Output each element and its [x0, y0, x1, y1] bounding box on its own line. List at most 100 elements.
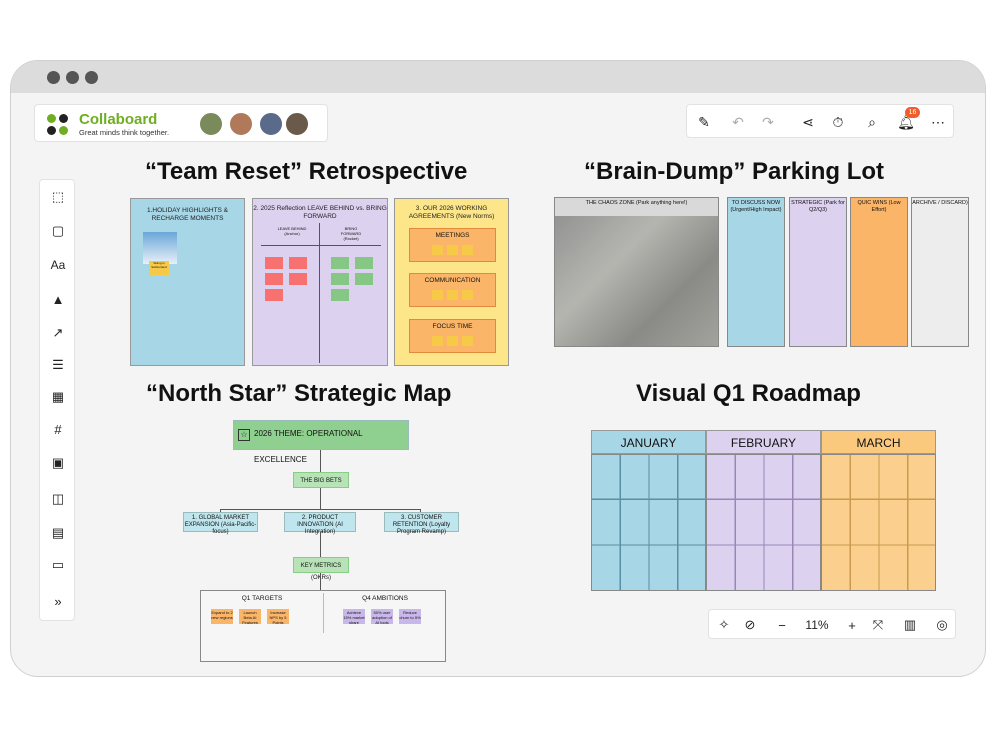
agreement-box[interactable]: MEETINGS — [409, 228, 496, 262]
shapes-icon[interactable]: ▲ — [51, 291, 65, 307]
connector-line — [320, 488, 321, 510]
q4-ambitions-label: Q4 AMBITIONS — [362, 595, 408, 602]
pillar-box[interactable]: 2. PRODUCT INNOVATION (AI Integration) — [284, 512, 356, 535]
parking-title: “Brain-Dump” Parking Lot — [584, 158, 885, 185]
agreement-box[interactable]: FOCUS TIME — [409, 319, 496, 353]
pillar-box[interactable]: 1. GLOBAL MARKET EXPANSION (Asia-Pacific… — [183, 512, 258, 535]
magic-pen-icon[interactable]: ✎ — [698, 113, 710, 130]
timer-icon[interactable]: ⏱ — [832, 113, 844, 130]
targets-panel[interactable]: Q1 TARGETS Q4 AMBITIONS Expand to 2 new … — [200, 590, 446, 662]
kpi-box[interactable]: KEY METRICS (OKRs) — [293, 557, 349, 581]
sticky-note[interactable] — [289, 273, 307, 285]
zoom-out-button[interactable]: − — [778, 617, 786, 633]
column-title: ARCHIVE / DISCARD) — [912, 200, 968, 206]
chaos-zone[interactable]: THE CHAOS ZONE (Park anything here!) — [554, 197, 719, 347]
sticky-note[interactable] — [331, 273, 349, 285]
sticky-note[interactable]: Launch Beta AI Features — [239, 609, 261, 625]
roadmap-grid-march[interactable] — [821, 454, 936, 591]
big-bets-box[interactable]: THE BIG BETS — [293, 472, 349, 488]
avatar[interactable] — [199, 112, 223, 136]
sticky-note[interactable] — [355, 257, 373, 269]
retro-column[interactable]: 2. 2025 Reflection LEAVE BEHIND vs. BRIN… — [252, 198, 388, 366]
q1-targets-label: Q1 TARGETS — [241, 595, 283, 602]
divider-line — [261, 245, 381, 246]
sticky-note[interactable]: Increase NPS by 5 Points — [267, 609, 289, 625]
month-header: MARCH — [821, 430, 936, 454]
locate-icon[interactable]: ◎ — [936, 617, 948, 632]
leave-behind-label: LEAVE BEHIND (Anchor) — [277, 226, 307, 236]
sticky-note[interactable] — [289, 257, 307, 269]
retro-column[interactable]: 3. OUR 2026 WORKING AGREEMENTS (New Norm… — [394, 198, 509, 366]
column-title: QUIC WINS (Low Effort) — [857, 200, 901, 213]
left-toolbar: ⬚ ▢ Aa ▲ ↗ ☰ ▦ # ▣ ◫ ▤ ▭ » — [39, 179, 75, 621]
select-icon[interactable]: ⬚ — [51, 189, 65, 204]
pillar-box[interactable]: 3. CUSTOMER RETENTION (Loyalty Program R… — [384, 512, 459, 535]
share-icon[interactable]: ⋖ — [802, 113, 814, 130]
avatar[interactable] — [229, 112, 253, 136]
column-title: 1.HOLIDAY HIGHLIGHTS & RECHARGE MOMENTS — [146, 207, 229, 222]
connector-line — [320, 450, 321, 472]
connector-line — [320, 532, 321, 558]
sticky-note[interactable]: Achieve 15% market share — [343, 609, 365, 625]
agreement-box[interactable]: COMMUNICATION — [409, 273, 496, 307]
table-icon[interactable]: ▦ — [51, 389, 65, 404]
sticky-note-icon[interactable]: ▢ — [51, 223, 65, 238]
avatar[interactable] — [259, 112, 283, 136]
month-header: JANUARY — [591, 430, 706, 454]
media-icon[interactable]: ▣ — [51, 455, 65, 470]
roadmap-grid-february[interactable] — [706, 454, 821, 591]
sticky-note[interactable] — [355, 273, 373, 285]
sticky-note[interactable]: Skiing in Switzerland — [149, 261, 169, 275]
zoom-level[interactable]: 11% — [805, 618, 829, 632]
zoom-toolbar: ✧ ⊘ − 11% + ⤧ ▥ ◎ — [708, 609, 956, 639]
sticky-note[interactable]: Reduce churn to 5% — [399, 609, 421, 624]
column-title: TO DISCUSS NOW (Urgent/High Impact) — [730, 200, 782, 213]
avatar[interactable] — [285, 112, 309, 136]
sticky-note[interactable] — [265, 257, 283, 269]
sticky-note[interactable] — [265, 273, 283, 285]
more-icon[interactable]: ⋯ — [931, 113, 945, 130]
window-dot[interactable] — [66, 71, 79, 84]
divider — [323, 593, 324, 633]
sticky-note[interactable]: 50% user adoption of AI tools — [371, 609, 393, 625]
roadmap-grid-january[interactable] — [591, 454, 706, 591]
agreement-label: FOCUS TIME — [432, 323, 473, 330]
template-icon[interactable]: ◫ — [51, 491, 65, 506]
celebrate-icon[interactable]: ✧ — [718, 617, 730, 632]
undo-icon[interactable]: ↶ — [732, 113, 744, 130]
northstar-title: “North Star” Strategic Map — [146, 380, 452, 407]
column-title: THE CHAOS ZONE (Park anything here!) — [555, 198, 718, 216]
compass-icon[interactable]: ⊘ — [744, 617, 756, 632]
parking-column[interactable]: ARCHIVE / DISCARD) — [911, 197, 969, 347]
card-icon[interactable]: ▭ — [51, 557, 65, 572]
list-icon[interactable]: ☰ — [52, 357, 64, 372]
connector-line — [320, 573, 321, 591]
fit-screen-icon[interactable]: ⤧ — [872, 617, 884, 632]
column-title: 3. OUR 2026 WORKING AGREEMENTS (New Norm… — [408, 205, 495, 220]
text-icon[interactable]: Aa — [50, 258, 66, 272]
comment-icon[interactable]: ▤ — [51, 525, 65, 540]
search-icon[interactable]: ⌕ — [868, 113, 876, 130]
sticky-note[interactable] — [265, 289, 283, 301]
expand-icon[interactable]: » — [54, 593, 62, 609]
connector-icon[interactable]: ↗ — [52, 325, 64, 340]
sticky-note[interactable] — [331, 257, 349, 269]
window-dot[interactable] — [47, 71, 60, 84]
map-icon[interactable]: ▥ — [903, 617, 917, 632]
parking-column[interactable]: STRATEGIC (Park for Q2/Q3) — [789, 197, 847, 347]
zoom-in-button[interactable]: + — [848, 617, 856, 633]
sticky-note[interactable] — [331, 289, 349, 301]
parking-column[interactable]: TO DISCUSS NOW (Urgent/High Impact) — [727, 197, 785, 347]
ski-photo[interactable] — [143, 232, 177, 264]
agreement-label: COMMUNICATION — [424, 277, 481, 284]
redo-icon[interactable]: ↷ — [762, 113, 774, 130]
parking-column[interactable]: QUIC WINS (Low Effort) — [850, 197, 908, 347]
bring-forward-label: BRING FORWARD (Rocket) — [340, 226, 362, 241]
window-dot[interactable] — [85, 71, 98, 84]
frame-icon[interactable]: # — [54, 421, 62, 437]
theme-box[interactable]: ☆ 2026 THEME: OPERATIONAL EXCELLENCE — [233, 420, 409, 464]
retro-column[interactable]: 1.HOLIDAY HIGHLIGHTS & RECHARGE MOMENTS … — [130, 198, 245, 366]
column-title: STRATEGIC (Park for Q2/Q3) — [791, 200, 845, 213]
sticky-note[interactable]: Expand to 2 new regions — [211, 609, 233, 624]
